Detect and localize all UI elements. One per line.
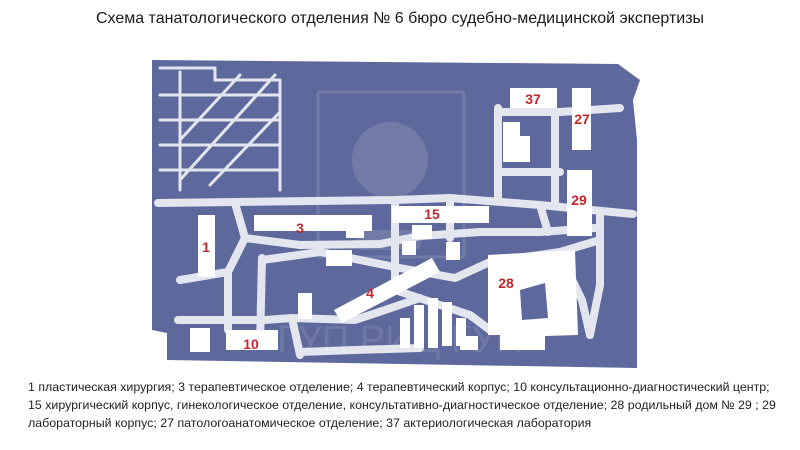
building-37 xyxy=(510,88,557,108)
label-building-27: 27 xyxy=(574,111,590,127)
building-15 xyxy=(392,206,489,223)
building-3-annex xyxy=(346,226,364,238)
label-building-29: 29 xyxy=(571,192,587,208)
building-labels: 1 3 4 10 15 27 28 29 37 xyxy=(202,91,590,352)
label-building-10: 10 xyxy=(243,336,259,352)
map-title: Схема танатологического отделения № 6 бю… xyxy=(95,10,705,27)
building-small-e xyxy=(190,328,210,352)
label-building-4: 4 xyxy=(366,285,374,301)
building-small-f xyxy=(460,336,478,350)
building-small-b xyxy=(402,241,416,255)
building-29 xyxy=(567,170,592,236)
label-building-3: 3 xyxy=(296,220,304,236)
building-3 xyxy=(254,215,372,231)
building-left-of-27 xyxy=(503,122,530,162)
label-building-15: 15 xyxy=(424,206,440,222)
building-10 xyxy=(226,330,278,350)
label-building-37: 37 xyxy=(525,91,541,107)
building-15-annex xyxy=(412,225,432,239)
building-row xyxy=(400,298,466,348)
watermark-text: ГУП РИЦ ГУП xyxy=(277,319,523,361)
building-small-a xyxy=(326,250,352,266)
building-28-courtyard xyxy=(520,283,548,320)
buildings xyxy=(190,88,592,352)
building-small-d xyxy=(298,293,312,319)
lattice-paths xyxy=(158,66,282,192)
building-4 xyxy=(334,258,440,323)
label-building-1: 1 xyxy=(202,239,210,255)
label-building-28: 28 xyxy=(498,275,514,291)
building-small-c xyxy=(446,242,460,260)
building-27 xyxy=(572,88,591,150)
map-legend: 1 пластическая хирургия; 3 терапевтическ… xyxy=(28,380,776,430)
building-1 xyxy=(198,215,215,277)
